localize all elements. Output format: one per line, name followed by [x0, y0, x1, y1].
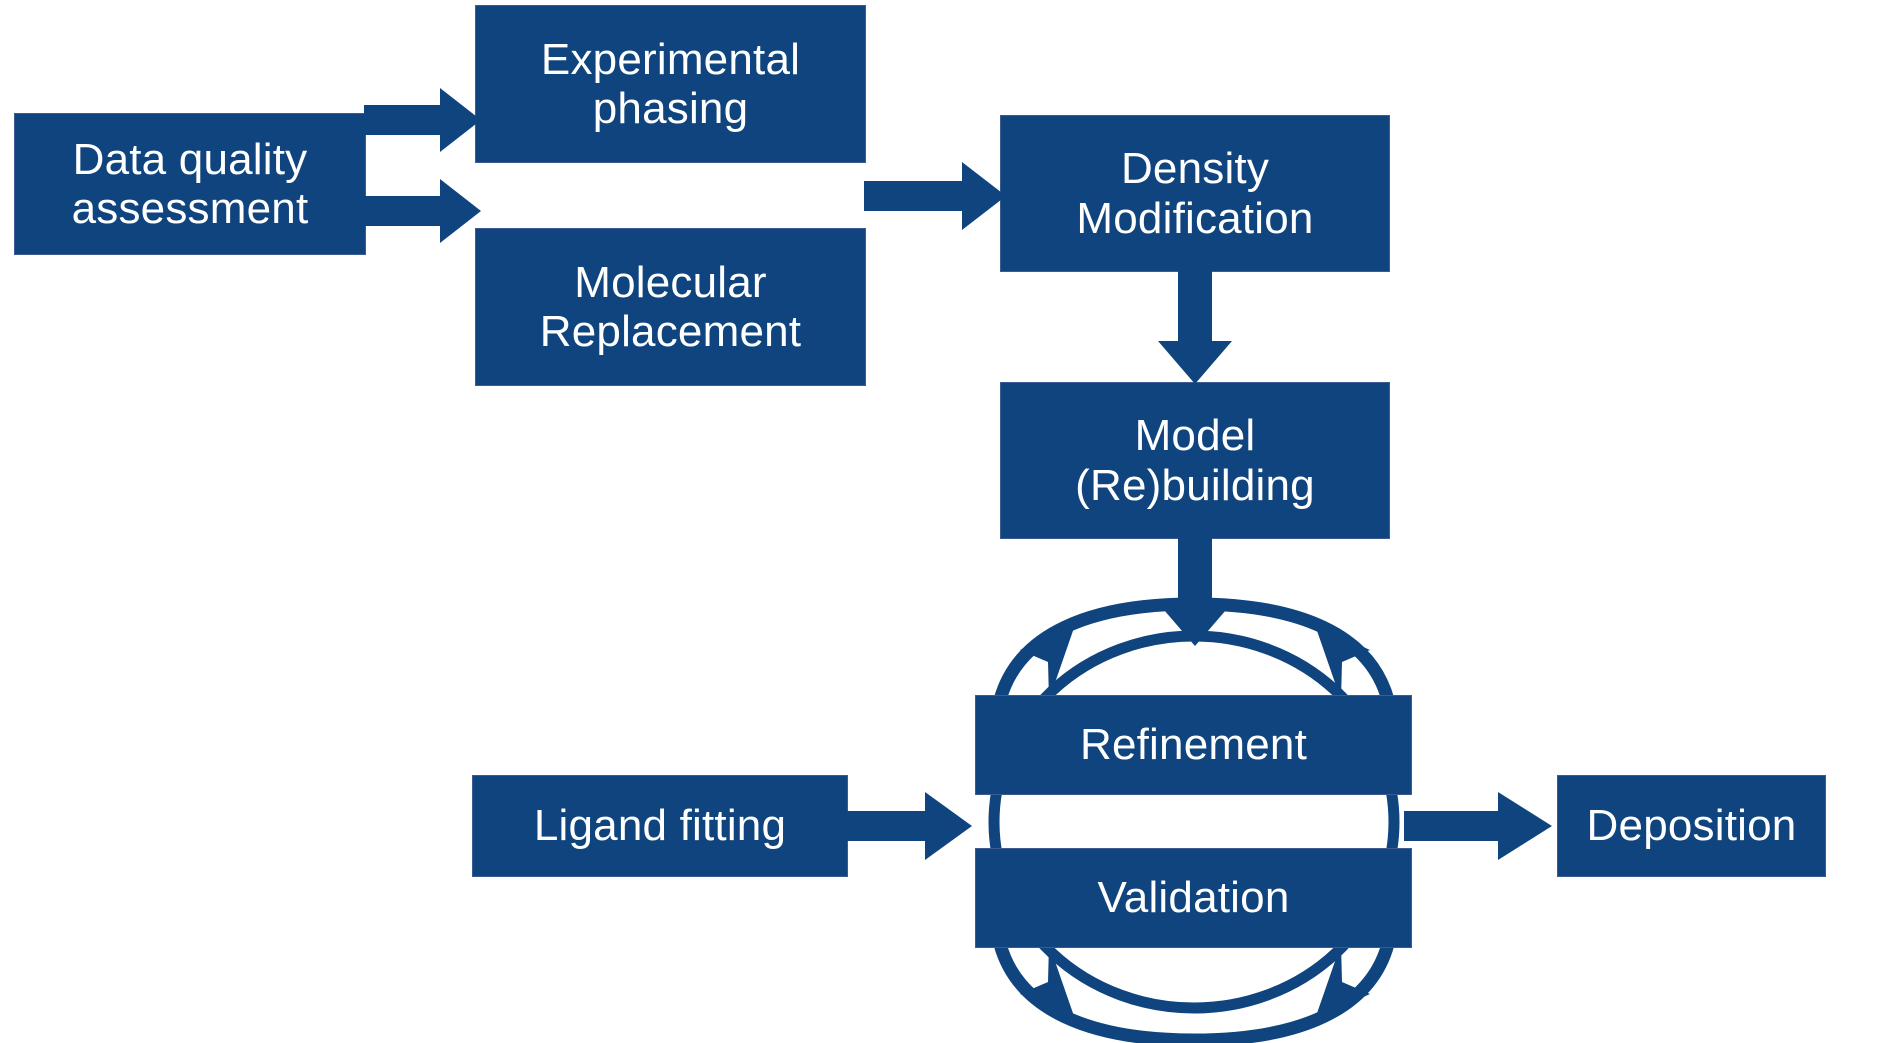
node-label: Data quality assessment: [71, 134, 309, 233]
arrow-density-modification-to-model-rebuilding: [1158, 270, 1232, 384]
node-validation[interactable]: Validation: [975, 848, 1412, 948]
arrow-phasing-to-density-modification: [864, 162, 1006, 230]
cycle-bottom-arc: [993, 942, 1395, 1043]
refinement-validation-cycle-ring: [988, 630, 1400, 1014]
node-label: Molecular Replacement: [539, 257, 802, 356]
arrow-dqa-to-molecular-replacement: [364, 179, 481, 243]
node-model-rebuilding[interactable]: Model (Re)building: [1000, 382, 1390, 539]
node-label: Model (Re)building: [1075, 411, 1315, 510]
node-label: Ligand fitting: [533, 801, 787, 851]
arrow-ligand-fitting-to-cycle: [846, 792, 972, 860]
node-experimental-phasing[interactable]: Experimental phasing: [475, 5, 866, 163]
node-label: Experimental phasing: [540, 34, 801, 133]
arrow-model-rebuilding-to-cycle: [1158, 537, 1232, 646]
node-label: Refinement: [1079, 720, 1307, 770]
node-refinement[interactable]: Refinement: [975, 695, 1412, 795]
arrow-cycle-to-deposition: [1404, 792, 1552, 860]
cycle-top-arc: [993, 597, 1395, 702]
node-data-quality-assessment[interactable]: Data quality assessment: [14, 113, 366, 255]
node-label: Deposition: [1586, 801, 1797, 851]
arrow-dqa-to-experimental-phasing: [364, 88, 481, 152]
node-label: Validation: [1097, 873, 1290, 923]
node-molecular-replacement[interactable]: Molecular Replacement: [475, 228, 866, 386]
node-density-modification[interactable]: Density Modification: [1000, 115, 1390, 272]
node-ligand-fitting[interactable]: Ligand fitting: [472, 775, 848, 877]
node-label: Density Modification: [1076, 144, 1314, 243]
node-deposition[interactable]: Deposition: [1557, 775, 1826, 877]
